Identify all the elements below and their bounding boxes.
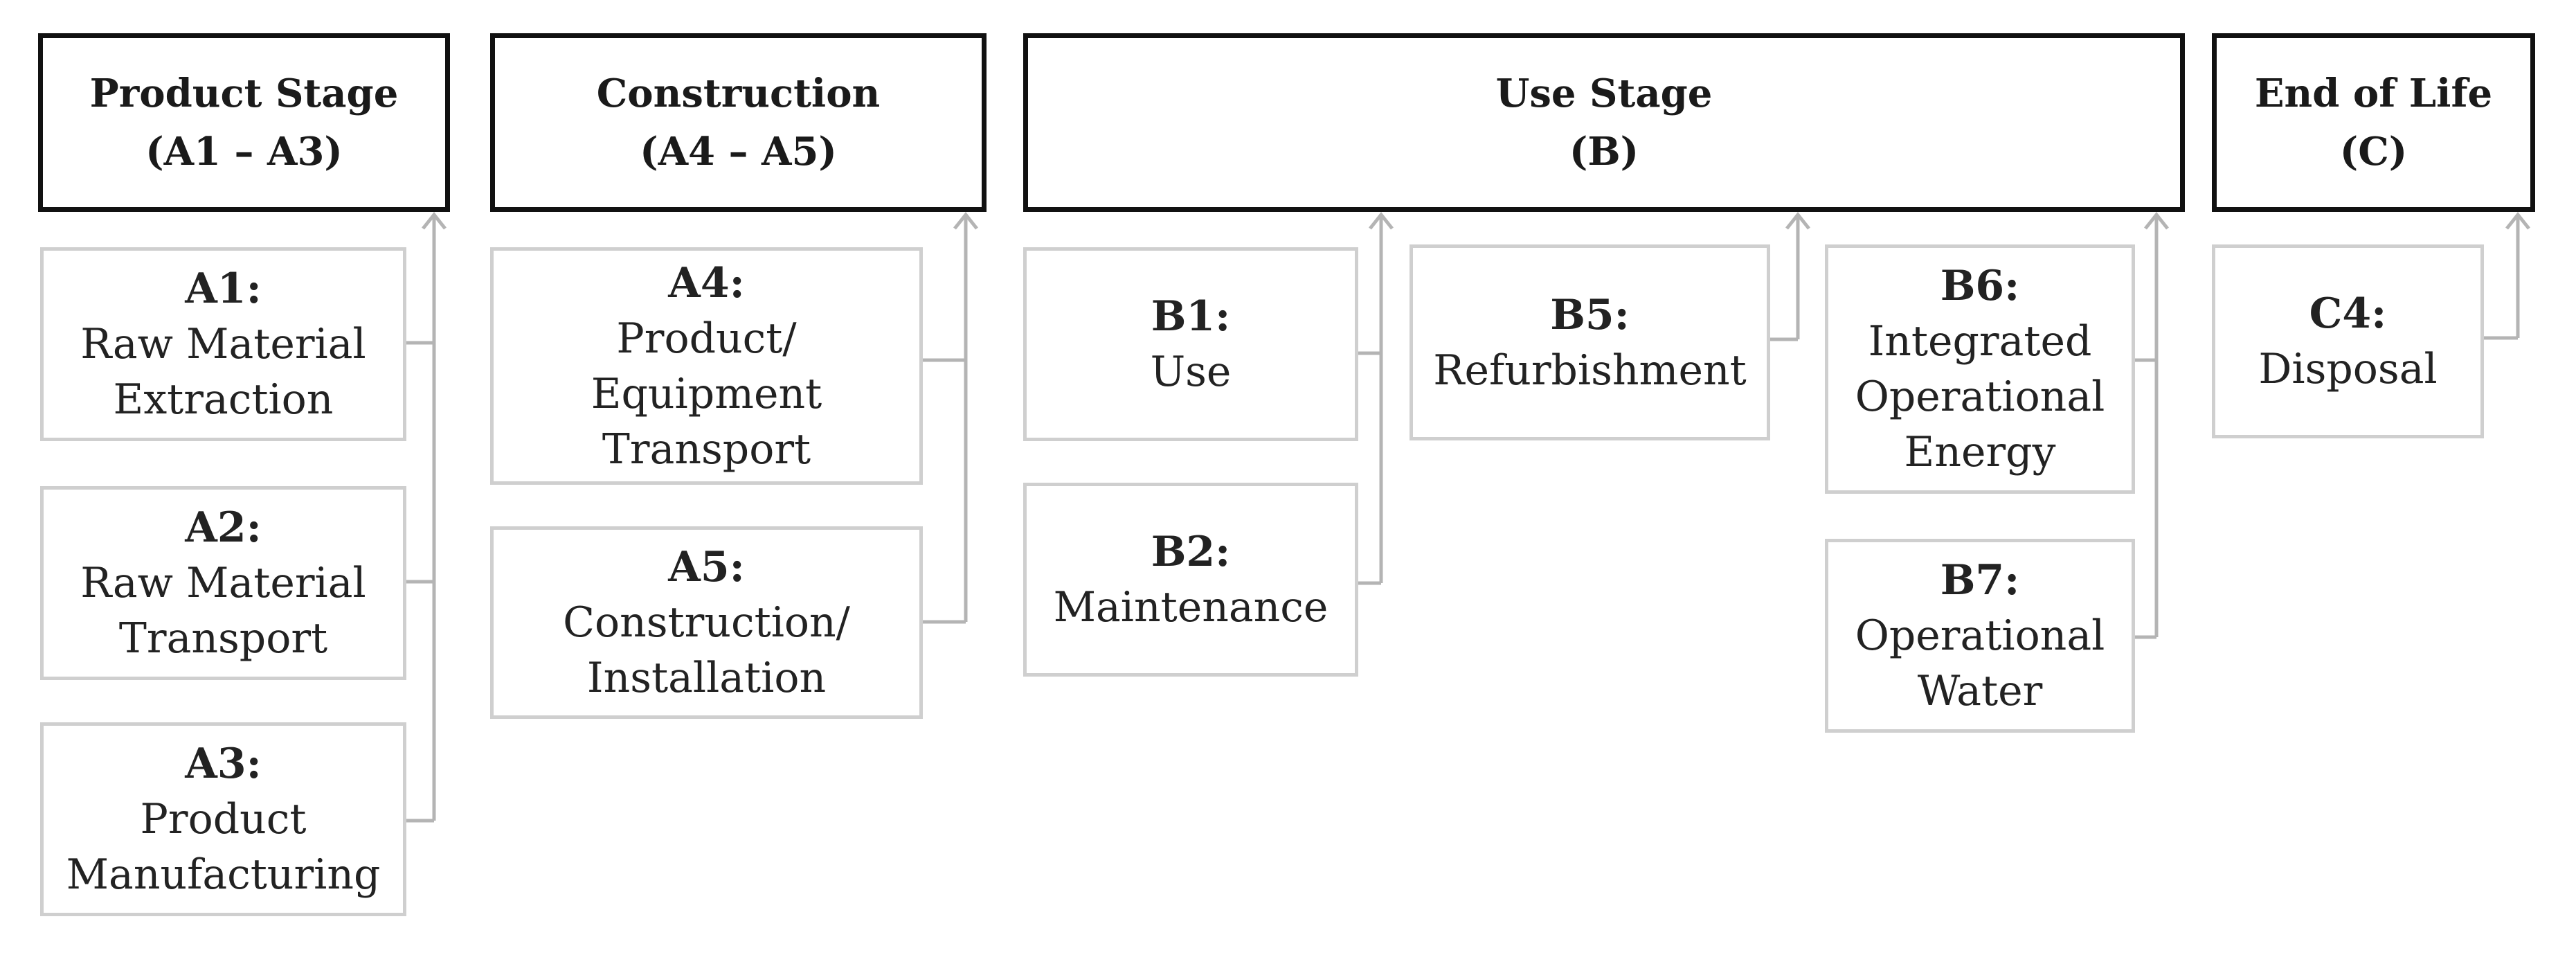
module-b5-code: B5: [1550,290,1630,339]
module-a1-label: Raw Material Extraction [80,320,366,424]
module-b2-code: B2: [1151,528,1231,576]
module-a3-code: A3: [185,740,262,788]
module-b7-label: Operational Water [1855,612,2105,715]
stage-use-title: Use Stage [1495,71,1713,116]
module-a3: A3: Product Manufacturing [40,722,406,916]
module-a3-label: Product Manufacturing [66,795,381,899]
module-b5: B5: Refurbishment [1409,244,1770,440]
module-c4: C4: Disposal [2212,244,2484,438]
module-a4-code: A4: [668,258,745,307]
module-a5-code: A5: [668,543,745,591]
stage-use: Use Stage (B) [1023,33,2185,212]
module-a1: A1: Raw Material Extraction [40,247,406,441]
module-b7-code: B7: [1940,556,2020,605]
module-c4-code: C4: [2309,289,2387,338]
module-b1-code: B1: [1151,292,1231,341]
stage-construction-title: Construction [596,71,881,116]
module-c4-label: Disposal [2258,345,2438,393]
stage-use-range: (B) [1569,129,1639,175]
module-a1-code: A1: [185,265,262,313]
module-b1-label: Use [1150,348,1232,396]
module-a4-label: Product/ Equipment Transport [591,314,822,474]
module-b6-code: B6: [1940,262,2020,310]
stage-construction: Construction (A4 – A5) [490,33,987,212]
module-b2: B2: Maintenance [1023,483,1358,677]
module-a2: A2: Raw Material Transport [40,486,406,680]
stage-product-title: Product Stage [89,71,399,116]
module-a2-label: Raw Material Transport [80,559,366,663]
module-b2-label: Maintenance [1053,583,1328,632]
module-b6-label: Integrated Operational Energy [1855,317,2105,476]
module-b6: B6: Integrated Operational Energy [1825,244,2135,494]
module-b7: B7: Operational Water [1825,539,2135,733]
stage-end-of-life: End of Life (C) [2212,33,2535,212]
module-a4: A4: Product/ Equipment Transport [490,247,923,485]
module-a5: A5: Construction/ Installation [490,526,923,719]
stage-construction-range: (A4 – A5) [640,129,837,175]
stage-end-of-life-range: (C) [2339,129,2408,175]
stage-product-range: (A1 – A3) [145,129,343,175]
stage-end-of-life-title: End of Life [2254,71,2493,116]
stage-product: Product Stage (A1 – A3) [38,33,450,212]
module-b5-label: Refurbishment [1433,346,1747,395]
module-b1: B1: Use [1023,247,1358,441]
module-a5-label: Construction/ Installation [563,598,850,702]
module-a2-code: A2: [185,503,262,552]
